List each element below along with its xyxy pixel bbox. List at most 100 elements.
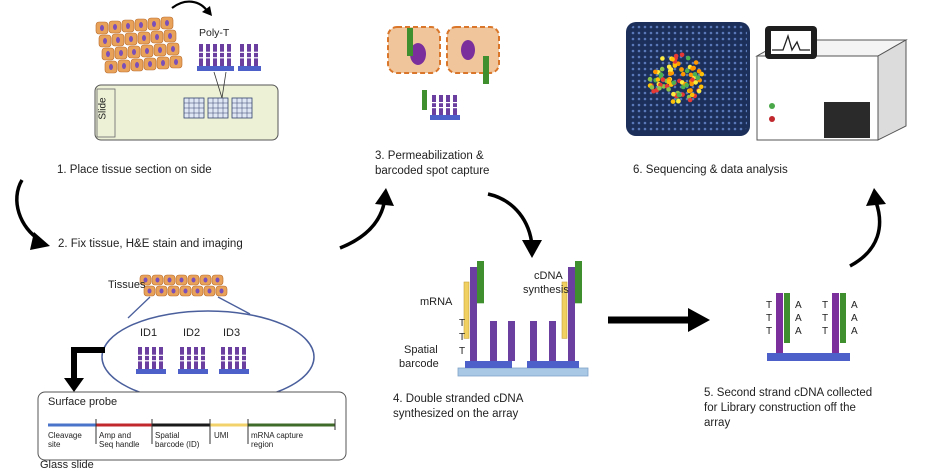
expression-spot: [699, 71, 705, 77]
tissue-nucleus: [132, 49, 136, 55]
step3-caption-l1: 3. Permeabilization &: [375, 150, 484, 162]
tissue-nucleus: [203, 277, 208, 283]
tissue-nucleus: [183, 288, 188, 294]
tissue-nucleus: [103, 38, 107, 44]
expression-spot: [688, 88, 693, 93]
sequencer-door: [824, 102, 870, 138]
tissue-nucleus: [159, 288, 164, 294]
nucleus-left: [410, 43, 426, 65]
spatial-label-l2: barcode: [399, 358, 439, 370]
expression-spot: [671, 91, 676, 97]
step2-group: [37, 274, 347, 461]
probe-tooth: [199, 44, 203, 66]
expression-spot: [657, 86, 662, 91]
expression-spot: [684, 68, 690, 74]
expression-spot: [666, 87, 671, 92]
expression-spot: [687, 97, 693, 103]
tissue-nucleus: [161, 60, 165, 66]
probe-tooth: [432, 95, 436, 115]
expression-spot: [655, 77, 661, 82]
tissue-nucleus: [148, 61, 152, 67]
zoom-line-right: [217, 296, 251, 315]
top-curve-arrowhead: [202, 6, 212, 16]
slide-label: Slide: [97, 97, 109, 120]
step6-group: [626, 22, 908, 141]
expression-spot: [690, 77, 695, 82]
probe-tooth: [180, 347, 184, 369]
s5-a1: A: [795, 300, 802, 311]
step1-group: [94, 0, 279, 141]
arrow-3-to-4: [487, 192, 534, 247]
tissue-nucleus: [145, 48, 149, 54]
slide-label-band: [96, 88, 116, 138]
expression-spot: [695, 75, 701, 80]
sequencer-side: [877, 39, 907, 141]
captured-mrna: [422, 90, 427, 110]
tissue-nucleus: [152, 21, 156, 27]
t-marker-3: T: [459, 346, 466, 357]
probe-base: [197, 66, 234, 71]
s5-a4: A: [851, 300, 858, 311]
step2-caption: 2. Fix tissue, H&E stain and imaging: [58, 238, 243, 250]
zoom-line-left: [127, 296, 151, 319]
tissue-nucleus: [143, 277, 148, 283]
probe-tooth: [221, 347, 225, 369]
step3-caption-l2: barcoded spot capture: [375, 165, 490, 177]
expression-spot: [651, 88, 656, 94]
mrna-strand: [561, 281, 568, 339]
probe-tooth: [242, 347, 246, 369]
probe-tooth: [439, 95, 443, 115]
probe-tooth: [228, 347, 232, 369]
surface-probe-label: Surface probe: [48, 396, 118, 408]
expression-spot: [693, 60, 699, 65]
tissue-nucleus: [168, 33, 172, 39]
step4-caption-l1: 4. Double stranded cDNA: [393, 393, 524, 405]
step4-group: [457, 261, 589, 377]
step5-strand-1a: [776, 293, 783, 353]
expression-spot: [685, 55, 691, 61]
probe-tooth: [159, 347, 163, 369]
s5-t6: T: [822, 326, 829, 337]
probe-tooth: [206, 44, 210, 66]
probe-tooth: [220, 44, 224, 66]
tissue-nucleus: [165, 20, 169, 26]
expression-spot: [689, 81, 694, 87]
cdna-strand: [575, 261, 582, 304]
id-ellipse: [101, 310, 315, 404]
tissue-nucleus: [195, 288, 200, 294]
arrow-1-to-2: [15, 179, 41, 242]
tissue-nucleus: [171, 46, 175, 52]
array-base-2: [527, 361, 579, 368]
probe-tooth: [227, 44, 231, 66]
probe-tooth: [152, 347, 156, 369]
probe-base: [430, 115, 460, 120]
s5-a6: A: [851, 326, 858, 337]
expression-spot: [692, 72, 698, 77]
expression-spot: [680, 71, 686, 77]
id2-label: ID2: [183, 327, 201, 339]
legend-umi: UMI: [214, 431, 229, 440]
cdna-label-l2: synthesis: [523, 284, 569, 296]
expression-spot: [696, 68, 702, 74]
expression-spot: [676, 92, 682, 98]
id3-label: ID3: [223, 327, 241, 339]
tissue-nucleus: [179, 277, 184, 283]
expression-spot: [693, 80, 698, 85]
id1-label: ID1: [140, 327, 158, 339]
capture-probes-icon: [422, 90, 460, 120]
tissue-nucleus: [174, 59, 178, 65]
probe-cluster-icon: [197, 44, 261, 71]
probe-tooth: [446, 95, 450, 115]
expression-spot: [649, 85, 655, 90]
tissue-nucleus: [155, 277, 160, 283]
expression-spot: [684, 82, 689, 88]
mrna-strand-2: [483, 56, 489, 84]
array-strand: [470, 267, 477, 361]
step1-caption: 1. Place tissue section on side: [57, 164, 212, 176]
probe-base: [238, 66, 261, 71]
expression-spot: [668, 71, 673, 76]
s5-a5: A: [851, 313, 858, 324]
